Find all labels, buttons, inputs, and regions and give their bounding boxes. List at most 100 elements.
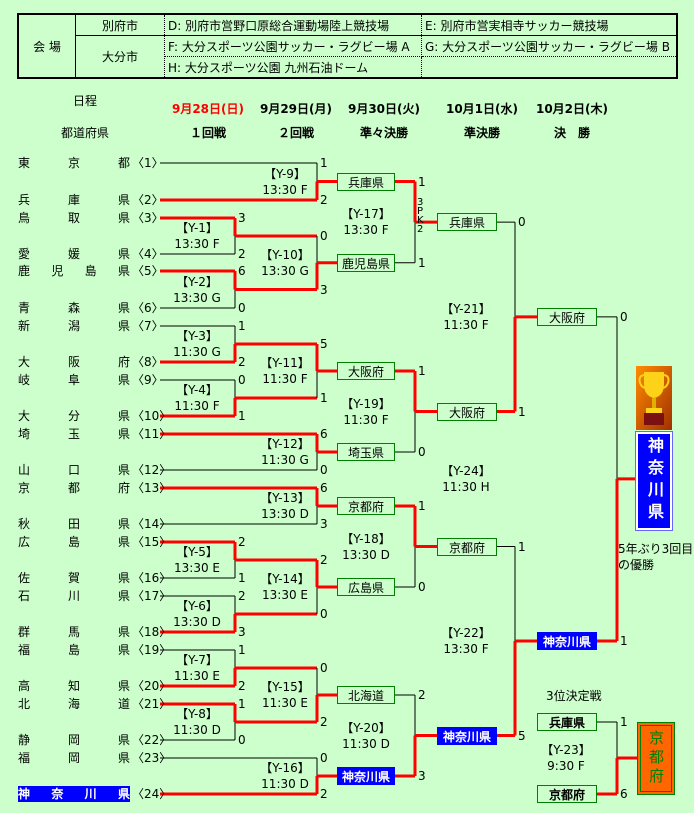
team-seed: 〈7〉 <box>132 319 164 333</box>
match-id: 【Y-12】 <box>260 437 310 451</box>
team-seed: 〈10〉 <box>132 409 172 423</box>
score-top: 1 <box>418 174 426 189</box>
match-id: 【Y-18】 <box>341 531 391 546</box>
team-box: 鹿児島県 <box>337 253 395 272</box>
match-id: 【Y-22】 <box>441 626 491 640</box>
match-id: 【Y-10】 <box>260 247 310 262</box>
match-id: 【Y-23】 <box>541 743 591 757</box>
team-name: 北海道 <box>18 697 130 711</box>
match-id: 【Y-24】 <box>441 463 491 478</box>
match-time-venue: 11:30 H <box>442 479 490 494</box>
team-seed: 〈19〉 <box>132 643 172 657</box>
score-top: 6 <box>238 264 246 278</box>
team-seed: 〈1〉 <box>132 156 164 170</box>
team-box: 埼玉県 <box>337 443 395 461</box>
match-time-venue: 11:30 D <box>342 736 390 751</box>
team-name: 福島県 <box>18 643 130 657</box>
team-box: 兵庫県 <box>337 172 395 191</box>
match-time-venue: 11:30 G <box>261 453 309 467</box>
match-time-venue: 13:30 E <box>262 588 308 602</box>
team-box: 京都府 <box>537 785 597 803</box>
score-bottom: 3 <box>320 282 328 297</box>
match-time-venue: 11:30 E <box>262 696 308 710</box>
score-bottom: 1 <box>238 409 246 423</box>
team-seed: 〈20〉 <box>132 679 172 693</box>
team-name: 山口県 <box>18 463 130 477</box>
score-bottom: 1 <box>238 571 246 585</box>
date-round2: 9月29日(月) <box>259 102 333 116</box>
team-seed: 〈14〉 <box>132 517 172 531</box>
match-time-venue: 11:30 F <box>343 412 389 427</box>
team-box: 京都府 <box>337 497 395 515</box>
score-top: 0 <box>320 229 328 243</box>
match-id: 【Y-9】 <box>264 166 306 181</box>
match-id: 【Y-2】 <box>176 274 218 289</box>
venue-e: E: 別府市営実相寺サッカー競技場 <box>421 14 677 36</box>
match-time-venue: 13:30 F <box>443 642 489 656</box>
score-top: 0 <box>320 661 328 675</box>
match-time-venue: 13:30 F <box>262 182 308 197</box>
city-oita: 大分市 <box>75 35 165 78</box>
venue-f: F: 大分スポーツ公園サッカー・ラグビー場 A <box>164 35 422 57</box>
score-top: 3 <box>238 211 246 225</box>
match-time-venue: 9:30 F <box>547 759 585 773</box>
match-time-venue: 11:30 F <box>262 372 308 386</box>
team-name: 群馬県 <box>18 625 130 639</box>
team-name: 大阪府 <box>18 355 130 369</box>
score-bottom: 5 <box>518 728 526 743</box>
team-name: 福岡県 <box>18 751 130 765</box>
team-name: 神奈川県 <box>18 786 130 802</box>
team-name: 岐阜県 <box>18 373 130 387</box>
team-seed: 〈6〉 <box>132 301 164 315</box>
team-box: 広島県 <box>337 578 395 596</box>
match-time-venue: 13:30 F <box>174 237 220 251</box>
score-top: 2 <box>238 589 246 603</box>
score-bottom: 0 <box>418 580 426 594</box>
match-time-venue: 11:30 F <box>443 317 489 332</box>
round2-label: ２回戦 <box>277 126 314 140</box>
match-id: 【Y-4】 <box>176 383 218 397</box>
score-bottom: 2 <box>320 193 328 207</box>
team-seed: 〈23〉 <box>132 751 172 765</box>
team-seed: 〈2〉 <box>132 193 164 207</box>
team-box: 大阪府 <box>337 362 395 380</box>
match-id: 【Y-17】 <box>341 207 391 222</box>
score-bottom: 3 <box>418 769 426 783</box>
match-id: 【Y-19】 <box>341 396 391 411</box>
match-time-venue: 11:30 E <box>174 669 220 683</box>
team-seed: 〈24〉 <box>132 787 172 801</box>
date-semifinal: 10月1日(水) <box>445 102 519 116</box>
penalty-score: 3PK2 <box>417 196 424 235</box>
team-name: 秋田県 <box>18 517 130 531</box>
score-bottom: 6 <box>620 787 628 801</box>
score-top: 1 <box>238 319 246 333</box>
prefecture-label: 都道府県 <box>60 126 109 140</box>
team-seed: 〈17〉 <box>132 589 172 603</box>
score-top: 0 <box>518 215 526 230</box>
match-id: 【Y-5】 <box>176 545 218 559</box>
team-box: 京都府 <box>437 537 497 556</box>
score-bottom: 3 <box>238 625 246 639</box>
match-id: 【Y-20】 <box>341 720 391 735</box>
score-top: 2 <box>320 553 328 567</box>
third-place-winner-box: 京都府 <box>637 722 675 795</box>
score-top: 0 <box>320 751 328 765</box>
date-quarterfinal: 9月30日(火) <box>347 102 421 116</box>
score-bottom: 0 <box>320 463 328 477</box>
score-bottom: 2 <box>238 679 246 693</box>
team-seed: 〈15〉 <box>132 535 172 549</box>
team-name: 大分県 <box>18 409 130 423</box>
match-id: 【Y-7】 <box>176 653 218 667</box>
match-time-venue: 13:30 D <box>173 615 221 629</box>
team-name: 愛媛県 <box>18 247 130 261</box>
match-time-venue: 11:30 F <box>174 399 220 413</box>
match-time-venue: 13:30 G <box>261 263 309 278</box>
venue-heading: 会 場 <box>18 14 76 79</box>
team-box: 神奈川県 <box>337 767 395 785</box>
score-top: 2 <box>418 688 426 702</box>
team-name: 東京都 <box>18 156 130 170</box>
champion-note: 5年ぶり3回目の優勝 <box>618 542 694 572</box>
team-seed: 〈13〉 <box>132 481 172 495</box>
team-box: 兵庫県 <box>437 213 497 232</box>
team-seed: 〈8〉 <box>132 355 164 369</box>
